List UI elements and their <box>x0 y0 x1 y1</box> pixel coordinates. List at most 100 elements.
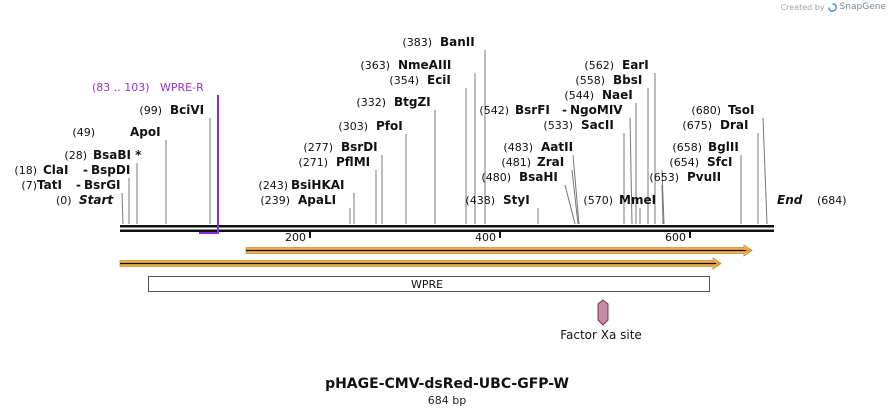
enzyme-name: BbsI <box>613 73 642 87</box>
enzyme-site-tati[interactable]: (7)TatI-BsrGI <box>21 178 120 192</box>
enzyme-site-bbsi[interactable]: (558) BbsI <box>575 73 642 87</box>
feature-label: Factor Xa site <box>560 328 642 342</box>
enzyme-name: StyI <box>503 193 530 207</box>
enzyme-site-zrai[interactable]: (481) ZraI <box>501 155 564 169</box>
enzyme-name: PvuII <box>687 170 721 184</box>
enzyme-position: (332) <box>356 96 386 109</box>
enzyme-position: (239) <box>260 194 290 207</box>
enzyme-site-pvuii[interactable]: (653) PvuII <box>649 170 721 184</box>
enzyme-site-eari[interactable]: (562) EarI <box>584 58 648 72</box>
enzyme-position: (303) <box>338 120 368 133</box>
enzyme-position: (654) <box>669 156 699 169</box>
enzyme-site-bcivi[interactable]: (99) BciVI <box>139 103 204 117</box>
enzyme-name: EciI <box>427 73 451 87</box>
ruler-tick <box>309 230 311 238</box>
enzyme-leader-line <box>121 192 124 225</box>
enzyme-name: ZraI <box>537 155 564 169</box>
enzyme-position: (570) <box>583 194 613 207</box>
start-position: (0) <box>56 194 72 207</box>
enzyme-position: (680) <box>691 104 721 117</box>
enzyme-site-clai[interactable]: (18)ClaI-BspDI <box>14 163 130 177</box>
enzyme-position: (675) <box>682 119 712 132</box>
ruler-tick-label: 600 <box>665 231 686 244</box>
enzyme-name: TatI <box>37 178 62 192</box>
snapgene-logo-icon <box>827 2 837 12</box>
enzyme-site-labels: (7)TatI-BsrGI(18)ClaI-BspDI(28)BsaBI *(4… <box>14 35 754 207</box>
enzyme-name: BsaBI * <box>93 148 142 162</box>
enzyme-position: (18) <box>14 164 37 177</box>
enzyme-position: (558) <box>575 74 605 87</box>
enzyme-position: (653) <box>649 171 679 184</box>
enzyme-name: MmeI <box>619 193 656 207</box>
enzyme-position: (7) <box>21 179 37 192</box>
enzyme-site-bsabi[interactable]: (28) BsaBI * <box>64 148 142 162</box>
sequence-top-strand <box>120 225 774 228</box>
ruler-tick-label: 400 <box>475 231 496 244</box>
primer-binding-line <box>199 95 219 234</box>
enzyme-site-naei[interactable]: (544)NaeI <box>564 88 632 102</box>
enzyme-name: BciVI <box>170 103 204 117</box>
enzyme-site-btgzi[interactable]: (332)BtgZI <box>356 95 430 109</box>
end-position: (684) <box>817 194 847 207</box>
enzyme-site-bsahi[interactable]: (480)BsaHI <box>481 170 558 184</box>
enzyme-position: (243) <box>258 179 288 192</box>
enzyme-site-bsrfi[interactable]: (542) BsrFI-NgoMIV <box>479 103 623 117</box>
enzyme-site-apali[interactable]: (239) ApaLI <box>260 193 336 207</box>
enzyme-position: (481) <box>501 156 531 169</box>
enzyme-site-drai[interactable]: (675) DraI <box>682 118 748 132</box>
enzyme-separator: - <box>562 103 567 117</box>
orf-arrow-lower[interactable] <box>119 257 722 270</box>
enzyme-site-ecii[interactable]: (354)EciI <box>389 73 450 87</box>
enzyme-position: (562) <box>584 59 614 72</box>
enzyme-site-pfoi[interactable]: (303)PfoI <box>338 119 402 133</box>
map-length: 684 bp <box>427 394 467 407</box>
enzyme-leader-line <box>629 117 633 225</box>
sequence-bottom-strand <box>120 229 774 232</box>
enzyme-site-apoi[interactable]: (49)ApoI <box>72 125 160 139</box>
feature-wpre[interactable]: WPRE <box>148 276 710 292</box>
enzyme-position: (49) <box>72 126 95 139</box>
primer-wpre-r[interactable]: (83 .. 103) WPRE-R <box>92 81 219 234</box>
enzyme-position: (438) <box>465 194 495 207</box>
enzyme-name: ClaI <box>43 163 68 177</box>
enzyme-site-mmei[interactable]: (570) MmeI <box>583 193 656 207</box>
enzyme-name-isoschizomer: NgoMIV <box>570 103 623 117</box>
enzyme-position: (533) <box>543 119 573 132</box>
enzyme-position: (483) <box>503 141 533 154</box>
enzyme-name-isoschizomer: BsrGI <box>84 178 121 192</box>
enzyme-position: (277) <box>303 141 333 154</box>
enzyme-site-tsoi[interactable]: (680) TsoI <box>691 103 754 117</box>
enzyme-leader-line <box>661 169 665 225</box>
enzyme-site-pflmi[interactable]: (271)PflMI <box>298 155 370 169</box>
primer-range: (83 .. 103) <box>92 81 150 94</box>
enzyme-site-aatii[interactable]: (483)AatII <box>503 140 573 154</box>
enzyme-position: (542) <box>479 104 509 117</box>
enzyme-name: EarI <box>622 58 649 72</box>
enzyme-site-nmeaiii[interactable]: (363)NmeAIII <box>360 58 451 72</box>
enzyme-name: BsiHKAI <box>291 178 345 192</box>
credit-brand: SnapGene <box>839 2 886 12</box>
enzyme-name: BsrFI <box>515 103 550 117</box>
enzyme-name: DraI <box>720 118 748 132</box>
enzyme-name: TsoI <box>728 103 754 117</box>
enzyme-site-banii[interactable]: (383)BanII <box>402 35 474 49</box>
orf-arrow-upper[interactable] <box>245 244 753 257</box>
enzyme-site-sfci[interactable]: (654)SfcI <box>669 155 732 169</box>
enzyme-leader-line <box>564 184 576 225</box>
factor-xa-site-icon <box>597 299 609 326</box>
ruler-tick-label: 200 <box>285 231 306 244</box>
enzyme-position: (99) <box>139 104 162 117</box>
enzyme-name: BanII <box>440 35 475 49</box>
enzyme-name: ApaLI <box>298 193 336 207</box>
end-label: End <box>777 193 803 207</box>
feature-factor-xa-site[interactable]: Factor Xa site <box>560 299 642 342</box>
ruler: 200 400 600 <box>285 230 691 244</box>
enzyme-site-styi[interactable]: (438) StyI <box>465 193 529 207</box>
enzyme-position: (28) <box>64 149 87 162</box>
enzyme-site-bsrdi[interactable]: (277) BsrDI <box>303 140 377 154</box>
enzyme-name: BsrDI <box>341 140 378 154</box>
enzyme-site-bsihkai[interactable]: (243)BsiHKAI <box>258 178 344 192</box>
enzyme-site-bglii[interactable]: (658)BglII <box>672 140 738 154</box>
enzyme-site-sacii[interactable]: (533)SacII <box>543 118 613 132</box>
